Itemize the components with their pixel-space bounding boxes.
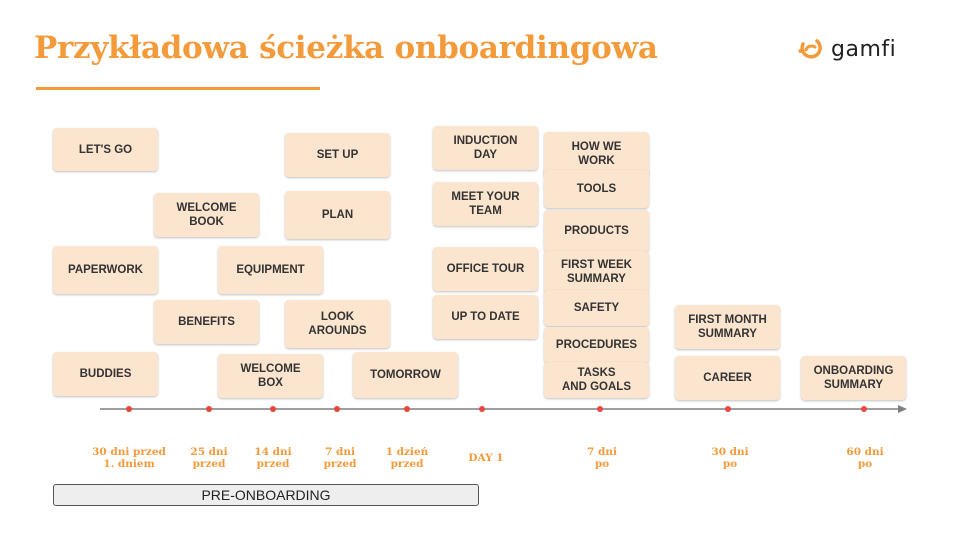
title-underline [36, 87, 320, 90]
step-paperwork: PAPERWORK [53, 246, 158, 294]
step-how-we-work: HOW WE WORK [544, 132, 649, 176]
timeline-label: 30 dni po [711, 446, 749, 470]
timeline-dot [479, 406, 485, 412]
step-buddies: BUDDIES [53, 352, 158, 396]
timeline-dot [126, 406, 132, 412]
step-induction-day: INDUCTION DAY [433, 126, 538, 170]
step-meet-your-team: MEET YOUR TEAM [433, 182, 538, 226]
step-procedures: PROCEDURES [544, 327, 649, 363]
timeline-label: 7 dni po [587, 446, 617, 470]
step-equipment: EQUIPMENT [218, 246, 323, 294]
timeline-dot [597, 406, 603, 412]
phase-pre-onboarding: PRE-ONBOARDING [53, 484, 479, 506]
timeline-label: DAY 1 [468, 452, 504, 464]
timeline-dot [404, 406, 410, 412]
timeline-dot [725, 406, 731, 412]
step-products: PRODUCTS [544, 210, 649, 252]
timeline-label: 60 dni po [846, 446, 884, 470]
logo-text: gamfi [831, 36, 897, 62]
timeline-dot [334, 406, 340, 412]
timeline-label: 1 dzień przed [385, 446, 429, 470]
step-welcome-book: WELCOME BOOK [154, 193, 259, 237]
timeline-arrow [898, 405, 907, 413]
timeline-label: 7 dni przed [323, 446, 357, 470]
step-welcome-box: WELCOME BOX [218, 354, 323, 398]
step-set-up: SET UP [285, 133, 390, 177]
step-tasks-and-goals: TASKS AND GOALS [544, 362, 649, 398]
page-title: Przykładowa ścieżka onboardingowa [34, 30, 658, 66]
step-tomorrow: TOMORROW [353, 352, 458, 398]
timeline-label: 30 dni przed 1. dniem [92, 446, 166, 470]
step-safety: SAFETY [544, 290, 649, 326]
step-plan: PLAN [285, 191, 390, 239]
timeline-dot [206, 406, 212, 412]
step-onboarding-summary: ONBOARDING SUMMARY [801, 356, 906, 400]
step-career: CAREER [675, 356, 780, 400]
gamfi-logo-icon [798, 39, 822, 59]
step-tools: TOOLS [544, 170, 649, 208]
timeline-label: 14 dni przed [254, 446, 292, 470]
step-lets-go: LET'S GO [53, 128, 158, 171]
timeline-dot [861, 406, 867, 412]
step-up-to-date: UP TO DATE [433, 295, 538, 339]
step-benefits: BENEFITS [154, 300, 259, 344]
step-first-week-summary: FIRST WEEK SUMMARY [544, 251, 649, 293]
step-look-arounds: LOOK AROUNDS [285, 300, 390, 348]
step-office-tour: OFFICE TOUR [433, 247, 538, 291]
step-first-month-summary: FIRST MONTH SUMMARY [675, 305, 780, 349]
gamfi-logo: gamfi [797, 34, 896, 64]
timeline-label: 25 dni przed [190, 446, 228, 470]
timeline-dot [270, 406, 276, 412]
